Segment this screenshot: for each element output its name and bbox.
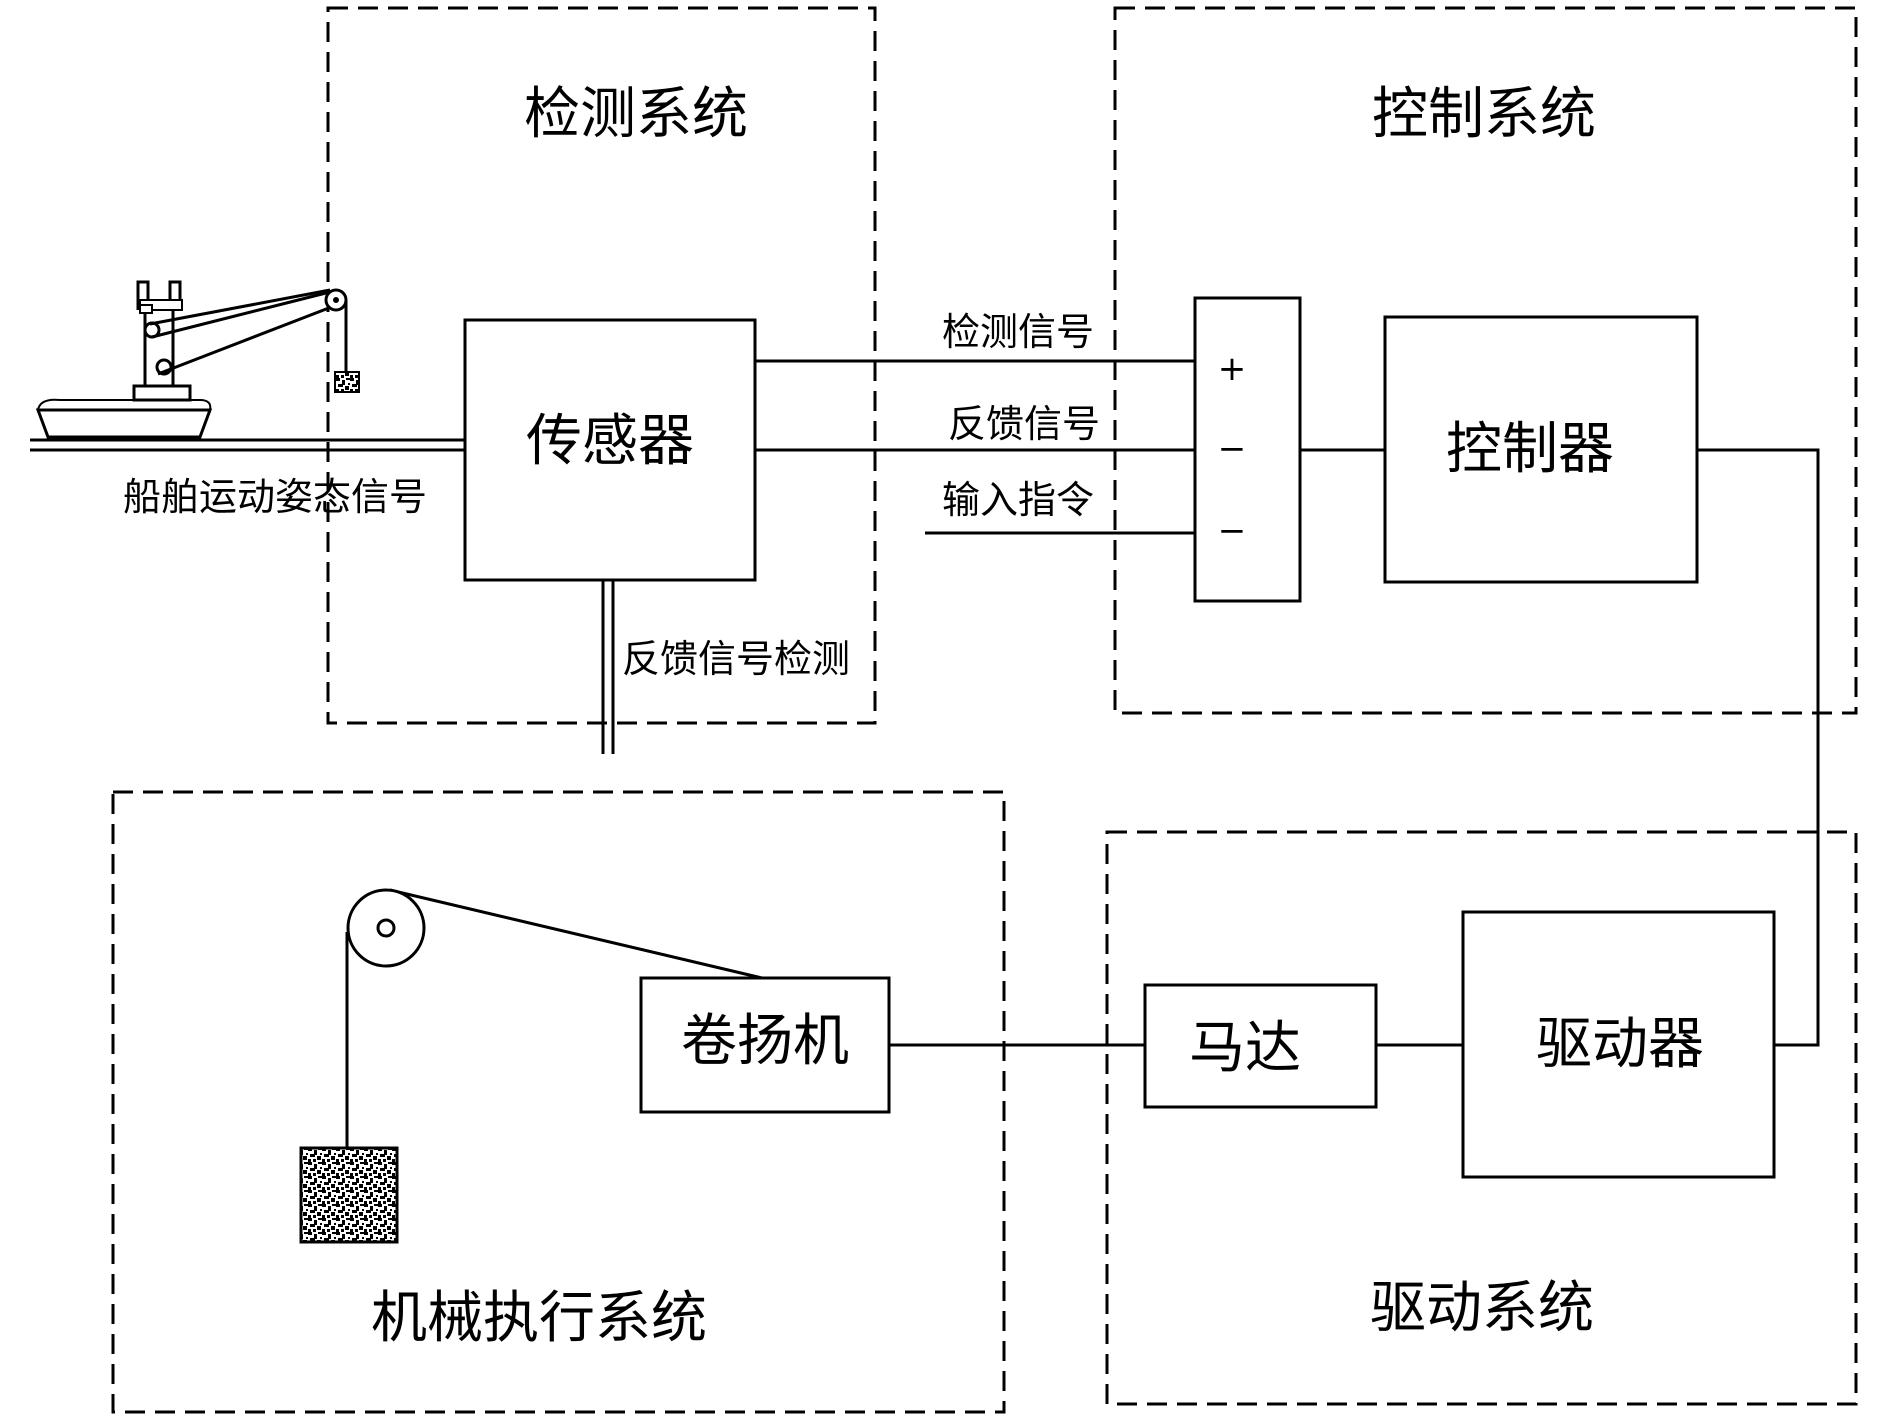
minus-sign-input: −: [1218, 511, 1247, 551]
summing-junction[interactable]: [1193, 296, 1302, 603]
controller-label: 控制器: [1446, 417, 1614, 482]
ship-crane-icon: [30, 280, 465, 452]
winch-label: 卷扬机: [681, 1009, 849, 1074]
mechanical-system-title: 机械执行系统: [371, 1286, 707, 1351]
sensor-block[interactable]: [463, 318, 757, 582]
drive-system-boundary: [1105, 830, 1858, 1406]
drive-system-title: 驱动系统: [1370, 1276, 1594, 1341]
load-block-icon: [299, 1146, 399, 1244]
minus-sign-feedback: −: [1218, 429, 1247, 469]
ship-motion-signal-label: 船舶运动姿态信号: [123, 475, 427, 519]
control-system-title: 控制系统: [1372, 82, 1596, 147]
controller-block[interactable]: [1383, 315, 1699, 584]
winch-block[interactable]: [639, 976, 891, 1114]
mechanical-system-boundary: [111, 790, 1006, 1414]
feedback-signal-label: 反馈信号: [948, 402, 1100, 446]
sensor-label: 传感器: [526, 409, 694, 474]
pulley-icon: [345, 888, 763, 1148]
feedback-detection-label: 反馈信号检测: [622, 637, 850, 681]
detection-system-title: 检测系统: [524, 82, 748, 147]
plus-sign: +: [1218, 349, 1247, 389]
motor-block[interactable]: [1143, 983, 1378, 1109]
motor-label: 马达: [1189, 1016, 1301, 1081]
controller-to-driver-line: [1697, 448, 1820, 1047]
driver-label: 驱动器: [1536, 1012, 1704, 1077]
input-command-label: 输入指令: [942, 478, 1094, 522]
detection-signal-label: 检测信号: [942, 310, 1094, 354]
